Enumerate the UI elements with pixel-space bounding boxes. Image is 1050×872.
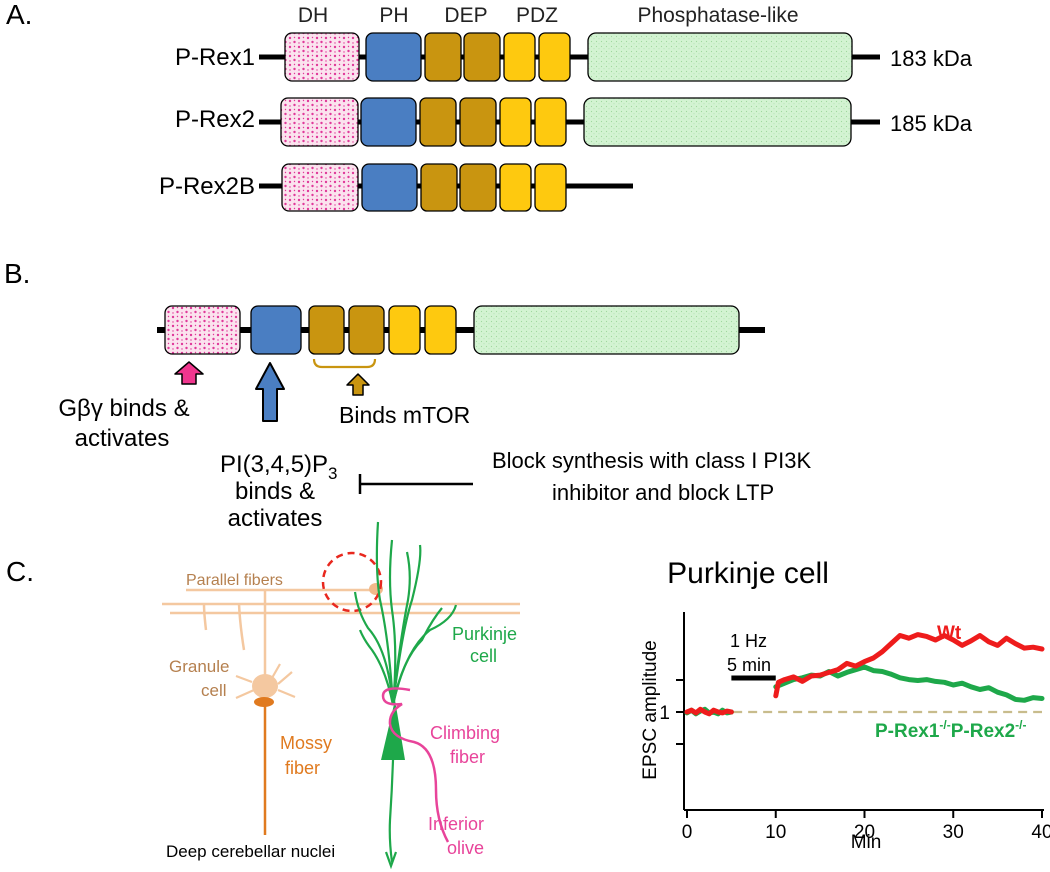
block-label-line1: Block synthesis with class I PI3K: [492, 448, 811, 473]
protein-name: P-Rex2: [175, 106, 255, 133]
pip3-subscript: 3: [328, 464, 337, 483]
ph-domain: [365, 32, 422, 82]
y-tick-label-1: 1: [659, 703, 670, 724]
stim-label-5min: 5 min: [727, 655, 771, 675]
header-dep: DEP: [444, 4, 487, 27]
phosphatase-domain: [583, 97, 852, 147]
dep-domain-1: [424, 32, 462, 82]
protein-p-rex2b: P-Rex2B: [159, 163, 633, 212]
pdz-domain-1: [503, 32, 536, 82]
inferior-olive-label-line2: olive: [447, 838, 484, 858]
legend-knockout: P-Rex1-/-P-Rex2-/-: [875, 718, 1027, 742]
dep-bracket: [312, 358, 377, 369]
protein-mass: 183 kDa: [890, 46, 973, 71]
pip3-label-line2: binds &: [235, 478, 315, 505]
chart-title: Purkinje cell: [667, 557, 829, 590]
stim-label-1hz: 1 Hz: [730, 631, 767, 651]
series-line-1-segment-1: [773, 664, 1045, 703]
pdz-domain-1: [499, 97, 532, 147]
panel-a: A. DH PH DEP PDZ Phosphatase-like P-Rex1…: [6, 0, 973, 212]
ph-domain: [360, 97, 417, 147]
panel-b: B. Gβγ binds & activates Binds mTOR PI(3…: [4, 258, 811, 532]
protein-p-rex1: P-Rex1 183 kDa: [175, 32, 973, 82]
dh-domain: [280, 97, 359, 147]
purkinje-cell-drawing: [353, 521, 458, 870]
pdz-domain-2: [534, 97, 567, 147]
x-ticks-layer: 0 10 20 30 40: [682, 810, 1050, 843]
parallel-fibers-label: Parallel fibers: [186, 572, 283, 589]
gbg-arrow: [174, 361, 204, 385]
mtor-label: Binds mTOR: [339, 402, 470, 428]
legend-knockout-sup-2: -/-: [1015, 718, 1026, 732]
protein-name: P-Rex2B: [159, 173, 255, 200]
pip3-main: PI(3,4,5)P: [220, 451, 328, 478]
legend-knockout-sup-1: -/-: [939, 718, 950, 732]
dh-domain: [284, 32, 360, 82]
block-label-line2: inhibitor and block LTP: [552, 480, 774, 505]
climbing-fiber-label-line2: fiber: [450, 747, 485, 767]
legend-wt: Wt: [937, 623, 962, 644]
panel-c-label: C.: [6, 556, 34, 587]
dep-domain-1: [420, 163, 458, 212]
series-layer: [684, 632, 1045, 717]
panel-c: C.: [6, 521, 520, 870]
phosphatase-domain: [587, 32, 853, 82]
header-dh: DH: [298, 4, 328, 27]
dep-domain-2: [459, 97, 497, 147]
dep-domain-1: [419, 97, 457, 147]
dep-domain-2: [459, 163, 497, 212]
y-axis-label: EPSC amplitude: [640, 640, 661, 779]
x-tick-label-40: 40: [1031, 822, 1050, 843]
header-ph: PH: [379, 4, 408, 27]
mtor-arrow: [346, 373, 370, 396]
ph-domain: [250, 305, 302, 355]
dep-domain-2: [463, 32, 501, 82]
x-axis-label: Min: [851, 832, 882, 853]
granule-cell-label-line2: cell: [201, 681, 227, 700]
granule-cell-label-line1: Granule: [169, 657, 229, 676]
series-line-0-segment-1: [773, 632, 1045, 699]
protein-mass: 185 kDa: [890, 111, 973, 136]
pip3-label-line1: PI(3,4,5)P3: [220, 451, 338, 483]
protein-name: P-Rex1: [175, 44, 255, 71]
phosphatase-domain: [473, 305, 740, 355]
deep-cerebellar-nuclei-label: Deep cerebellar nuclei: [166, 842, 335, 861]
protein-p-rex2: P-Rex2 185 kDa: [175, 97, 973, 147]
x-tick-label-10: 10: [765, 822, 786, 843]
epsc-chart: Purkinje cell EPSC amplitude Min 1 0 10 20…: [640, 557, 1050, 853]
gbg-label-line2: activates: [75, 425, 170, 452]
pdz-domain-1: [388, 305, 421, 355]
pip3-label-line3: activates: [228, 505, 323, 532]
inferior-olive-label-line1: Inferior: [428, 814, 484, 834]
pdz-domain-2: [424, 305, 457, 355]
mossy-fiber-label-line2: fiber: [285, 758, 320, 778]
dep-domain-2: [348, 305, 385, 355]
dep-domain-1: [308, 305, 345, 355]
header-pdz: PDZ: [516, 4, 558, 27]
pdz-domain-1: [499, 163, 532, 212]
dh-domain: [281, 163, 359, 212]
mossy-fiber-label-line1: Mossy: [280, 733, 332, 753]
climbing-fiber-label-line1: Climbing: [430, 723, 500, 743]
x-tick-label-30: 30: [943, 822, 964, 843]
purkinje-cell-label-line1: Purkinje: [452, 624, 517, 644]
granule-cell-drawing: [235, 663, 296, 835]
synapse-highlight-circle: [321, 551, 383, 613]
header-phosphatase: Phosphatase-like: [637, 4, 798, 27]
pip3-arrow: [255, 362, 285, 422]
x-tick-label-20: 20: [854, 822, 875, 843]
purkinje-cell-label-line2: cell: [470, 646, 497, 666]
gbg-label-line1: Gβγ binds &: [58, 395, 189, 422]
ph-domain: [361, 163, 418, 212]
panel-a-label: A.: [6, 0, 32, 30]
climbing-fiber-drawing: [381, 687, 450, 843]
series-line-0-segment-0: [684, 706, 734, 717]
x-tick-label-0: 0: [682, 822, 693, 843]
parallel-fibers-drawing: [162, 588, 520, 682]
pdz-domain-2: [538, 32, 571, 82]
pdz-domain-2: [534, 163, 567, 212]
panel-b-label: B.: [4, 258, 30, 289]
dh-domain: [164, 305, 241, 355]
